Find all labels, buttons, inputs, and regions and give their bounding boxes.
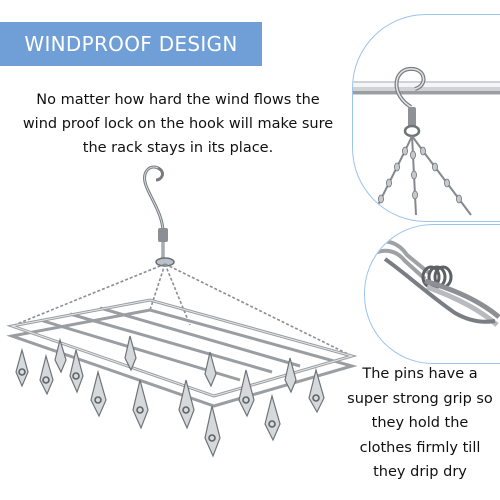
- clothespins: [15, 335, 325, 458]
- description-line: the rack stays in its place.: [82, 140, 274, 156]
- caption-line: they drip dry: [373, 464, 467, 480]
- windproof-description: No matter how hard the wind flows the wi…: [20, 88, 336, 160]
- clothespin-closeup-image: [364, 224, 500, 364]
- description-line: wind proof lock on the hook will make su…: [22, 116, 334, 132]
- banner-title: WINDPROOF DESIGN: [24, 32, 238, 56]
- caption-line: super strong grip so: [347, 390, 493, 407]
- caption-line: they hold the: [371, 415, 469, 431]
- hook-closeup-drawing: [353, 66, 500, 216]
- drying-rack-image: [6, 165, 358, 458]
- description-line: No matter how hard the wind flows the: [36, 92, 320, 108]
- caption-line: The pins have a: [362, 366, 478, 382]
- caption-line: clothes firmly till: [359, 439, 481, 456]
- windproof-design-banner: WINDPROOF DESIGN: [0, 22, 262, 66]
- pins-caption: The pins have a super strong grip so the…: [340, 362, 500, 485]
- hook-closeup-image: [352, 14, 500, 222]
- clothespin-closeup-drawing: [370, 239, 500, 327]
